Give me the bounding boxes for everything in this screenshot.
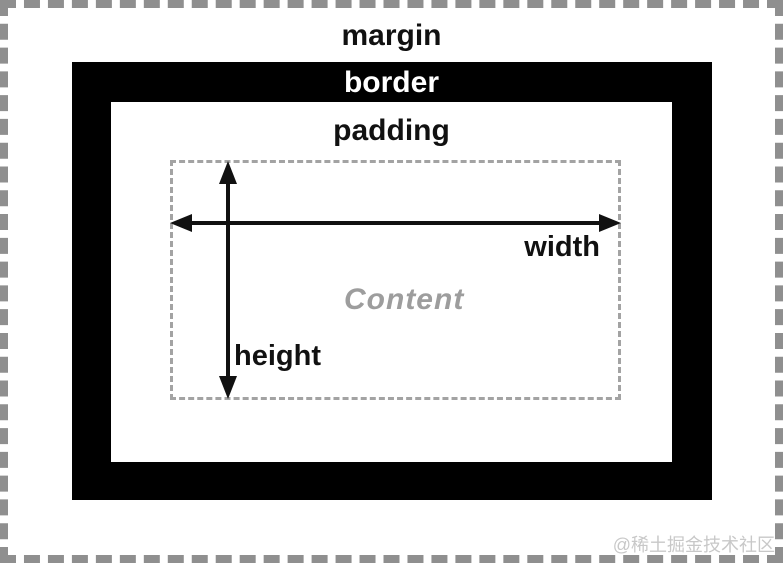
border-label: border — [343, 66, 439, 99]
margin-label: margin — [341, 19, 442, 52]
height-label: height — [234, 340, 321, 372]
padding-label: padding — [333, 114, 450, 147]
content-area — [170, 160, 621, 400]
content-label: Content — [344, 283, 465, 316]
watermark: @稀土掘金技术社区 — [612, 535, 775, 555]
width-label: width — [524, 231, 600, 263]
